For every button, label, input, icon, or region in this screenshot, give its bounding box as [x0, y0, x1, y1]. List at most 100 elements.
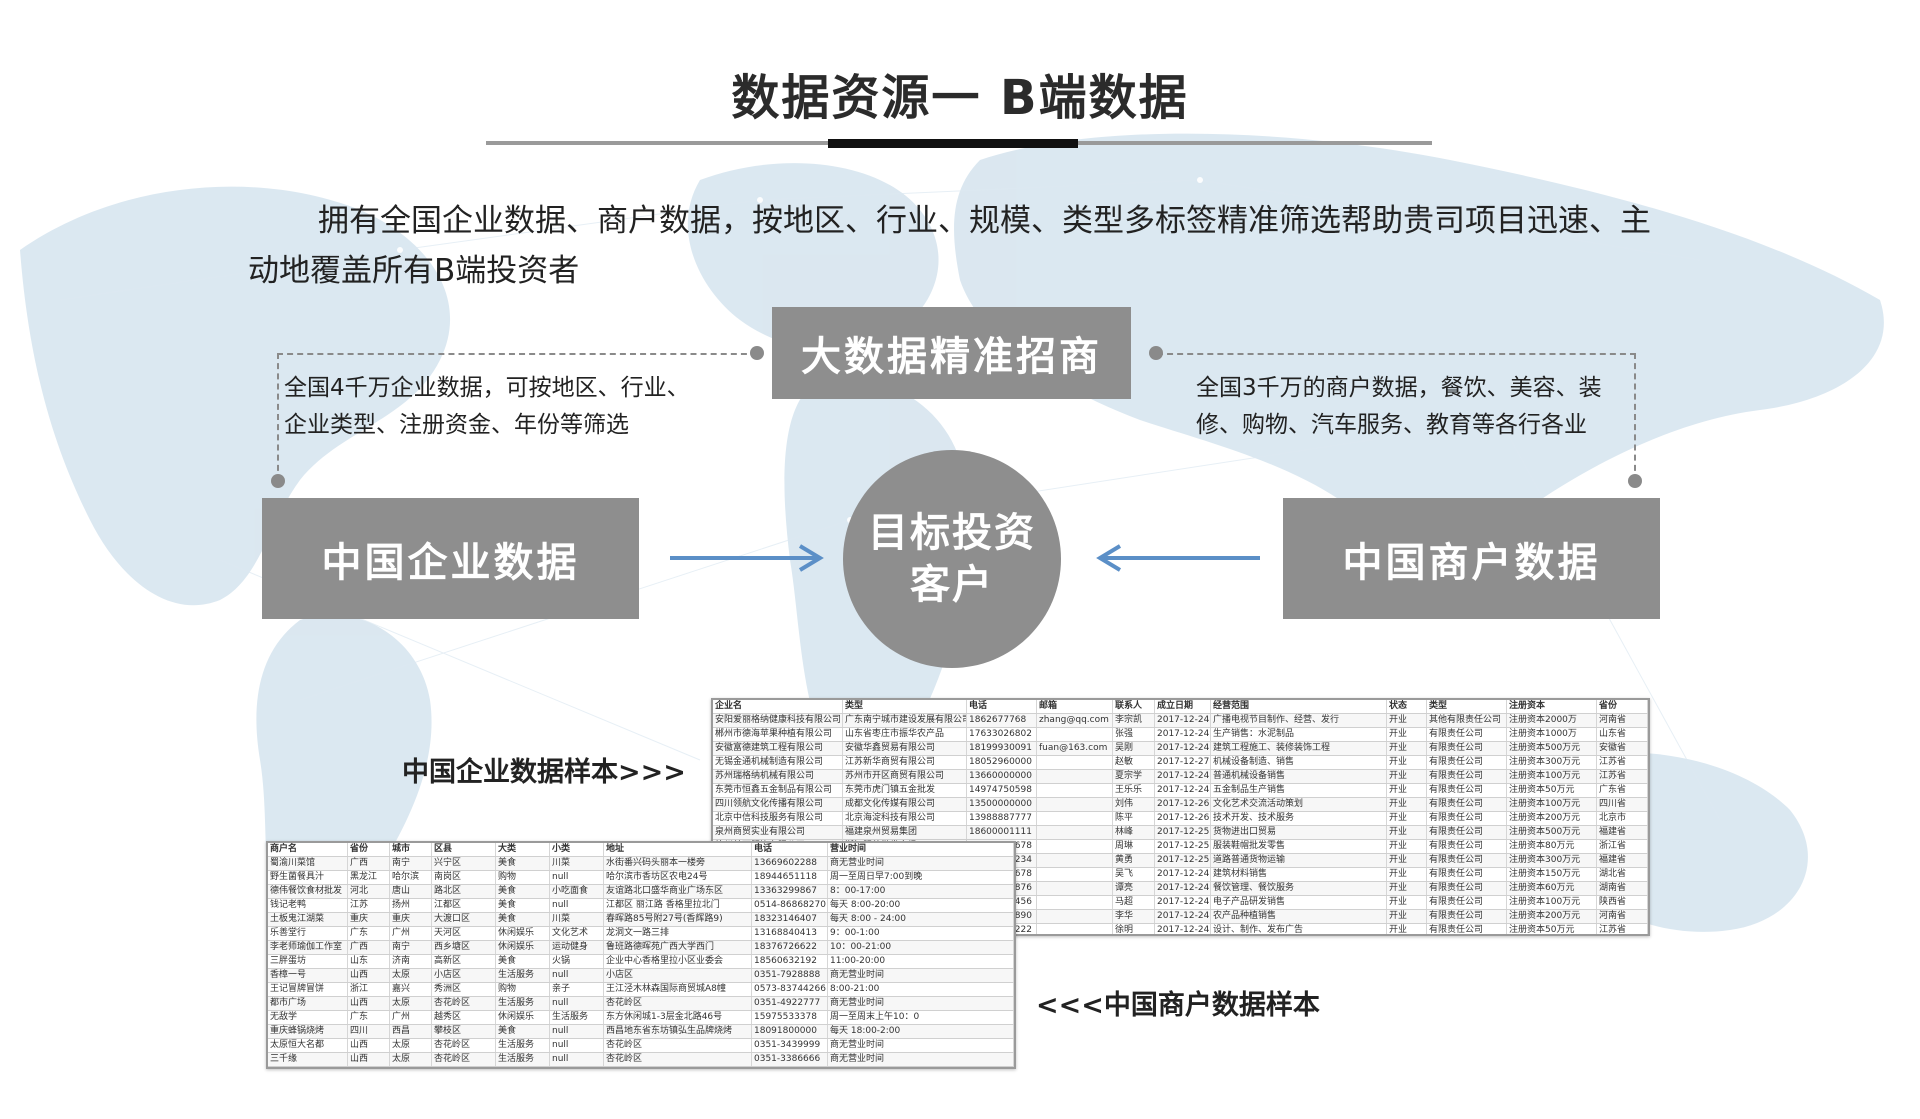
table-cell: 陕西省	[1597, 896, 1648, 909]
table-cell: 福建省	[1597, 854, 1648, 867]
table-cell: 蜀渝川菜馆	[268, 857, 348, 870]
sheet-header-cell: 电话	[752, 843, 828, 856]
table-cell: 江苏省	[1597, 756, 1648, 769]
table-cell: 0351-3439999	[752, 1039, 828, 1052]
table-cell	[1037, 826, 1113, 839]
table-cell	[1037, 812, 1113, 825]
table-cell: 每天 18:00-2:00	[828, 1025, 1014, 1038]
sheet-header-cell: 区县	[432, 843, 496, 856]
table-cell: 哈尔滨市香坊区农电24号	[604, 871, 752, 884]
table-cell: 商无营业时间	[828, 969, 1014, 982]
table-row: 土板鬼江湖菜重庆重庆大渡口区美食川菜春晖路85号附27号(香辉路9)183231…	[268, 913, 1014, 927]
table-cell: 江都区 丽江路 香格里拉北门	[604, 899, 752, 912]
table-cell: 注册资本100万元	[1507, 770, 1597, 783]
table-cell	[1037, 784, 1113, 797]
table-cell: 开业	[1387, 714, 1427, 727]
table-cell: 郴州市德海苹果种植有限公司	[713, 728, 843, 741]
table-cell: 有限责任公司	[1427, 910, 1507, 923]
table-cell: 广州	[390, 927, 432, 940]
table-cell: 小吃面食	[550, 885, 604, 898]
table-cell: 2017-12-24	[1157, 742, 1211, 755]
sheet-header-cell: 省份	[348, 843, 390, 856]
table-cell: 道路普通货物运输	[1211, 854, 1387, 867]
table-cell: null	[550, 997, 604, 1010]
table-cell: 注册资本60万元	[1507, 882, 1597, 895]
table-cell: 注册资本80万元	[1507, 840, 1597, 853]
right-connector-dot-top	[1149, 346, 1163, 360]
table-cell: 河南省	[1597, 714, 1648, 727]
table-cell: 济南	[390, 955, 432, 968]
table-cell: 哈尔滨	[390, 871, 432, 884]
table-cell: 东方休闲城1-3层金北路46号	[604, 1011, 752, 1024]
table-cell: 美食	[496, 1025, 550, 1038]
table-cell: 13988887777	[967, 812, 1037, 825]
table-cell: 18600001111	[967, 826, 1037, 839]
table-cell: 福建省	[1597, 826, 1648, 839]
table-cell: 路北区	[432, 885, 496, 898]
table-cell	[1037, 924, 1113, 934]
table-cell: 9：00-1:00	[828, 927, 1014, 940]
table-cell: 注册资本150万元	[1507, 868, 1597, 881]
table-cell: 周一至周日早7:00到晚	[828, 871, 1014, 884]
table-cell: 江苏省	[1597, 770, 1648, 783]
table-cell: 13660000000	[967, 770, 1037, 783]
table-cell: 普通机械设备销售	[1211, 770, 1387, 783]
table-cell: 刘伟	[1113, 798, 1155, 811]
table-cell: 福建泉州贸易集团	[843, 826, 967, 839]
table-cell: 秀洲区	[432, 983, 496, 996]
table-cell: 李宗凯	[1113, 714, 1155, 727]
table-cell: 林峰	[1113, 826, 1155, 839]
circle-line: 客户	[910, 562, 994, 608]
table-cell: 北京中信科技服务有限公司	[713, 812, 843, 825]
table-cell: 2017-12-24	[1157, 910, 1211, 923]
table-cell: 赵敏	[1113, 756, 1155, 769]
table-cell: 水街番兴码头丽本一楼旁	[604, 857, 752, 870]
table-cell: 18199930091	[967, 742, 1037, 755]
enterprise-description: 全国4千万企业数据，可按地区、行业、 企业类型、注册资金、年份等筛选	[284, 370, 754, 444]
table-cell: 李老师瑜伽工作室	[268, 941, 348, 954]
table-cell: 注册资本100万元	[1507, 896, 1597, 909]
table-cell: null	[550, 899, 604, 912]
table-cell: null	[550, 969, 604, 982]
table-cell: 山东	[348, 955, 390, 968]
enterprise-sample-sheet: 商户名省份城市区县大类小类地址电话营业时间蜀渝川菜馆广西南宁兴宁区美食川菜水街番…	[266, 841, 1016, 1069]
table-cell: 注册资本500万元	[1507, 826, 1597, 839]
table-cell: 泉州商贸实业有限公司	[713, 826, 843, 839]
table-cell	[1037, 896, 1113, 909]
enterprise-description-line: 全国4千万企业数据，可按地区、行业、	[284, 375, 690, 401]
table-cell: null	[550, 1039, 604, 1052]
enterprise-data-box: 中国企业数据	[262, 498, 639, 619]
table-cell: 美食	[496, 913, 550, 926]
sheet-header-row: 商户名省份城市区县大类小类地址电话营业时间	[268, 843, 1014, 857]
table-cell: 东莞市虎门镇五金批发	[843, 784, 967, 797]
table-cell: 1862677768	[967, 714, 1037, 727]
table-cell: 18944651118	[752, 871, 828, 884]
table-cell: 有限责任公司	[1427, 840, 1507, 853]
table-cell: 小店区	[432, 969, 496, 982]
table-cell: 友谊路北口盛华商业广场东区	[604, 885, 752, 898]
table-cell: 注册资本200万元	[1507, 812, 1597, 825]
table-cell: 生产销售：水泥制品	[1211, 728, 1387, 741]
table-cell: 南宁	[390, 857, 432, 870]
table-cell: 美食	[496, 955, 550, 968]
table-cell: 注册资本50万元	[1507, 784, 1597, 797]
table-cell: 8:00-21:00	[828, 983, 1014, 996]
table-cell: 货物进出口贸易	[1211, 826, 1387, 839]
table-cell: 购物	[496, 871, 550, 884]
right-connector-dot-bottom	[1628, 474, 1642, 488]
table-cell: 13168840413	[752, 927, 828, 940]
table-cell: 设计、制作、发布广告	[1211, 924, 1387, 934]
table-cell: 农产品种植销售	[1211, 910, 1387, 923]
